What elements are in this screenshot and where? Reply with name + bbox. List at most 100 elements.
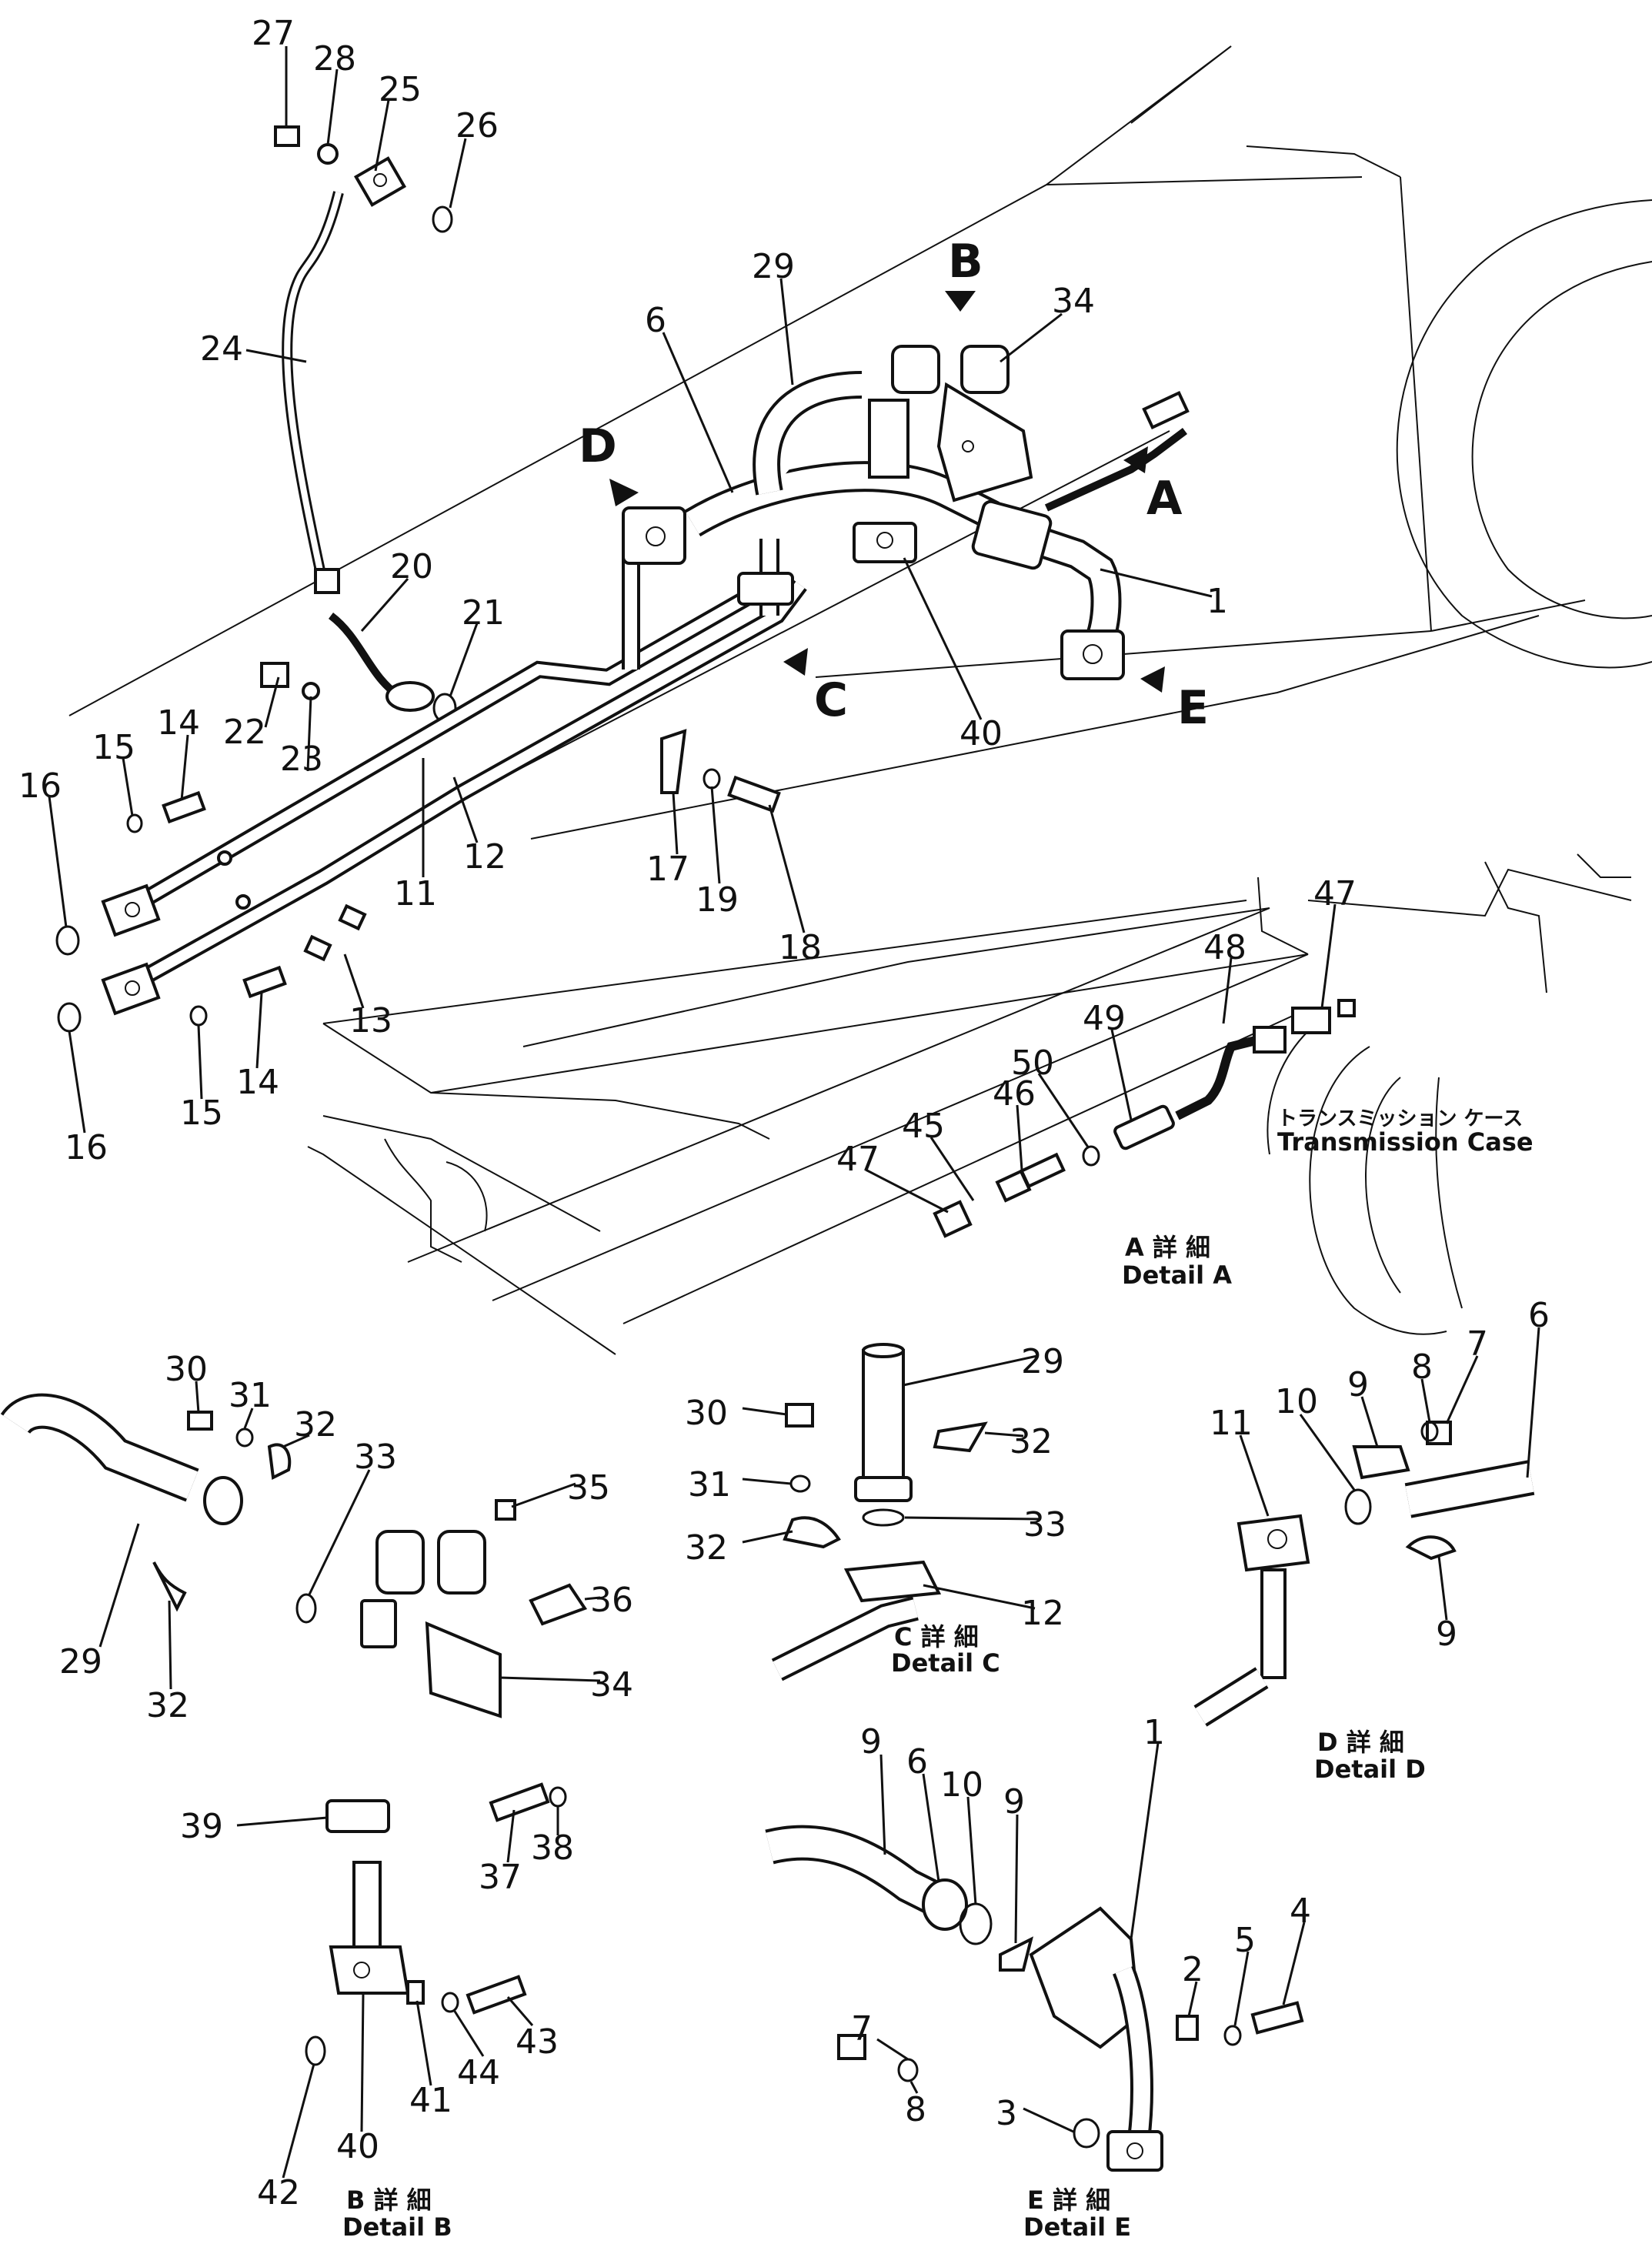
part-label-40: 40: [336, 2127, 379, 2166]
part-label-16: 16: [65, 1128, 108, 1167]
detail-c-parts: [771, 1343, 988, 1681]
part-label-5: 5: [1234, 1921, 1256, 1960]
part-label-4: 4: [1290, 1892, 1311, 1931]
part-label-10: 10: [940, 1765, 983, 1805]
part-label-14: 14: [157, 703, 200, 743]
arrow-e-icon: [1140, 666, 1165, 693]
detail-e-caption-jp: E 詳 細: [1027, 2186, 1110, 2215]
upper-hose-assembly: [260, 125, 457, 723]
part-label-17: 17: [646, 850, 689, 889]
part-label-7: 7: [1467, 1324, 1488, 1364]
part-label-16: 16: [18, 766, 62, 806]
detail-a-caption-jp: A 詳 細: [1125, 1233, 1210, 1262]
part-label-13: 13: [349, 1001, 392, 1040]
part-label-18: 18: [779, 928, 822, 967]
part-label-19: 19: [696, 880, 739, 920]
arrow-a-icon: [1123, 446, 1148, 473]
view-labels: A B C D E: [579, 235, 1209, 735]
part-label-25: 25: [379, 70, 422, 109]
part-label-38: 38: [531, 1828, 574, 1868]
part-label-24: 24: [200, 329, 243, 369]
detail-a-fittings: [933, 999, 1356, 1238]
view-label-a: A: [1146, 472, 1183, 526]
part-label-2: 2: [1182, 1950, 1203, 1989]
machine-frame-outline: [68, 45, 1652, 1355]
part-label-15: 15: [92, 728, 135, 767]
part-label-40: 40: [959, 714, 1003, 753]
detail-d-parts: [1193, 1421, 1535, 1727]
part-label-49: 49: [1083, 999, 1126, 1038]
part-label-29: 29: [752, 247, 795, 286]
part-label-47: 47: [1313, 874, 1357, 913]
part-label-12: 12: [463, 837, 506, 877]
part-label-11: 11: [1210, 1404, 1253, 1443]
part-label-32: 32: [146, 1686, 189, 1725]
detail-b-parts: [0, 1393, 588, 2066]
part-label-32: 32: [1010, 1422, 1053, 1461]
part-label-20: 20: [390, 547, 433, 586]
part-label-36: 36: [590, 1581, 633, 1620]
detail-d-caption-jp: D 詳 細: [1317, 1728, 1404, 1757]
part-label-27: 27: [252, 14, 295, 53]
part-label-6: 6: [1528, 1296, 1550, 1335]
part-label-34: 34: [1052, 282, 1095, 321]
part-label-11: 11: [394, 874, 437, 913]
part-label-9: 9: [1436, 1615, 1457, 1654]
transmission-case-note-en: Transmission Case: [1277, 1127, 1534, 1157]
part-label-45: 45: [902, 1107, 945, 1146]
part-label-47: 47: [836, 1140, 879, 1179]
part-label-22: 22: [223, 713, 266, 752]
part-label-8: 8: [905, 2090, 926, 2129]
part-label-26: 26: [456, 106, 499, 145]
view-arrows: [609, 291, 1165, 693]
detail-captions: A 詳 細 Detail A B 詳 細 Detail B C 詳 細 Deta…: [342, 1107, 1534, 2242]
part-label-3: 3: [996, 2094, 1017, 2133]
detail-c-caption-jp: C 詳 細: [894, 1622, 979, 1651]
part-label-41: 41: [409, 2081, 452, 2120]
part-label-46: 46: [993, 1074, 1036, 1114]
part-label-34: 34: [590, 1665, 633, 1705]
part-label-28: 28: [313, 39, 356, 78]
part-label-29: 29: [1021, 1342, 1064, 1381]
part-label-39: 39: [180, 1807, 223, 1846]
part-label-6: 6: [906, 1742, 928, 1782]
detail-b-caption-jp: B 詳 細: [346, 2186, 432, 2215]
leader-lines: [48, 46, 1540, 2179]
part-label-7: 7: [851, 2009, 873, 2049]
part-label-32: 32: [685, 1528, 728, 1568]
arrow-c-icon: [783, 648, 808, 676]
detail-b-caption-en: Detail B: [342, 2212, 452, 2240]
part-label-30: 30: [165, 1350, 208, 1389]
part-label-50: 50: [1011, 1044, 1054, 1083]
view-label-d: D: [579, 419, 617, 473]
part-label-1: 1: [1206, 582, 1228, 621]
part-label-35: 35: [567, 1468, 610, 1508]
detail-e-caption-en: Detail E: [1023, 2212, 1131, 2240]
arrow-d-icon: [609, 479, 639, 506]
part-label-9: 9: [1347, 1365, 1369, 1404]
part-label-9: 9: [860, 1722, 882, 1761]
part-label-12: 12: [1021, 1594, 1064, 1633]
part-label-29: 29: [59, 1642, 102, 1681]
part-label-30: 30: [685, 1394, 728, 1433]
arrow-b-icon: [945, 291, 976, 312]
part-label-9: 9: [1003, 1782, 1025, 1822]
part-label-23: 23: [280, 740, 323, 779]
part-label-6: 6: [645, 301, 666, 340]
part-label-10: 10: [1275, 1382, 1318, 1421]
detail-e-parts: [765, 1825, 1304, 2172]
part-label-32: 32: [294, 1405, 337, 1444]
detail-a-caption-en: Detail A: [1122, 1261, 1232, 1290]
part-label-21: 21: [462, 593, 505, 633]
part-label-48: 48: [1203, 928, 1247, 967]
view-label-e: E: [1177, 681, 1209, 735]
part-label-42: 42: [257, 2173, 300, 2212]
part-label-37: 37: [479, 1858, 522, 1897]
part-label-33: 33: [1023, 1505, 1066, 1544]
part-label-43: 43: [516, 2022, 559, 2062]
transmission-case-note-jp: トランスミッション ケース: [1277, 1107, 1523, 1130]
main-pipe-run: [55, 345, 1190, 1033]
